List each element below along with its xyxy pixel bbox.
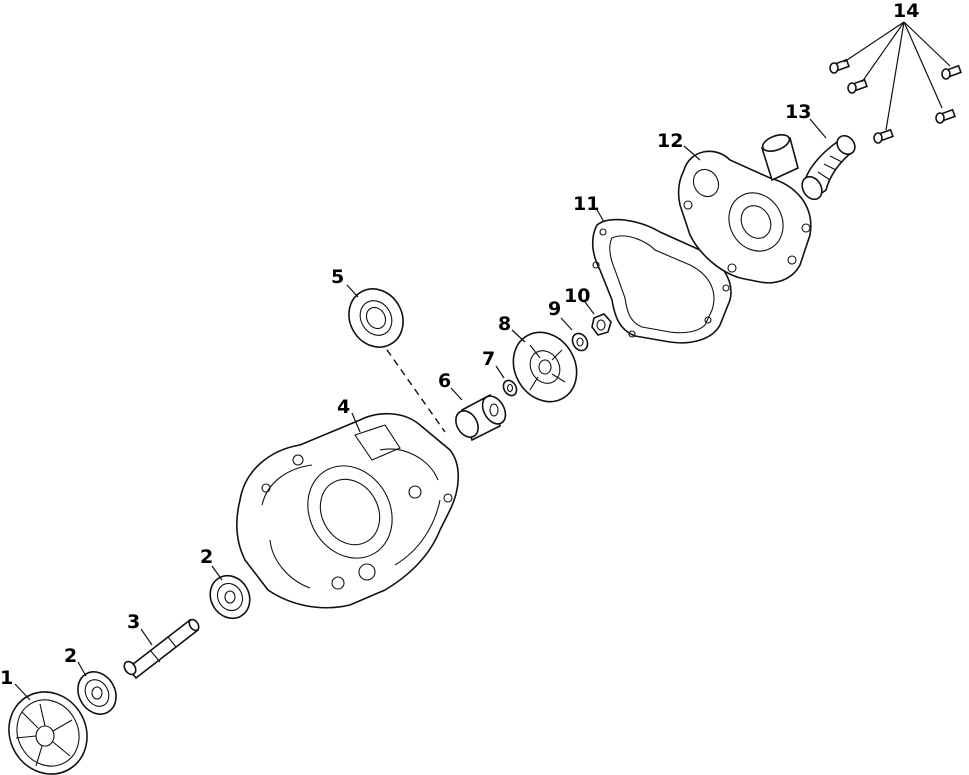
callout-11: 11 bbox=[573, 193, 599, 215]
part-2-bearing-lower bbox=[77, 671, 117, 715]
callout-5: 5 bbox=[331, 266, 344, 288]
callout-6: 6 bbox=[438, 370, 451, 392]
leader-lines bbox=[14, 21, 951, 701]
callout-8: 8 bbox=[498, 313, 511, 335]
callout-4: 4 bbox=[337, 396, 350, 418]
bolt-1 bbox=[829, 58, 850, 74]
part-8-impeller bbox=[512, 331, 578, 403]
callout-3: 3 bbox=[127, 611, 140, 633]
part-7-washer bbox=[502, 379, 518, 397]
assembly-dashed-line bbox=[379, 339, 446, 433]
part-3-shaft bbox=[123, 618, 200, 680]
part-1-pulley bbox=[8, 691, 88, 775]
bolt-5 bbox=[941, 64, 962, 80]
bolt-3 bbox=[873, 128, 894, 144]
callout-13: 13 bbox=[785, 101, 811, 123]
callout-1: 1 bbox=[0, 667, 13, 689]
part-4-housing bbox=[235, 412, 460, 609]
callout-12: 12 bbox=[657, 130, 683, 152]
part-2-bearing-upper bbox=[209, 574, 251, 620]
callouts: 1 2 2 3 4 5 6 7 8 9 10 11 12 13 14 bbox=[0, 0, 919, 689]
callout-2-lower: 2 bbox=[64, 645, 77, 667]
callout-7: 7 bbox=[482, 348, 495, 370]
part-14-bolts bbox=[829, 58, 962, 144]
callout-10: 10 bbox=[564, 285, 590, 307]
part-6-mechanical-seal bbox=[455, 393, 507, 442]
part-10-nut bbox=[591, 313, 612, 336]
callout-9: 9 bbox=[548, 298, 561, 320]
part-9-washer bbox=[571, 332, 589, 352]
part-5-seal bbox=[348, 288, 404, 348]
bolt-2 bbox=[847, 78, 868, 94]
bolt-4 bbox=[935, 108, 956, 124]
callout-2-upper: 2 bbox=[200, 546, 213, 568]
part-11-gasket bbox=[591, 218, 732, 344]
callout-14: 14 bbox=[893, 0, 919, 22]
part-13-elbow-fitting bbox=[801, 134, 856, 201]
part-12-pump-cover bbox=[677, 134, 812, 284]
